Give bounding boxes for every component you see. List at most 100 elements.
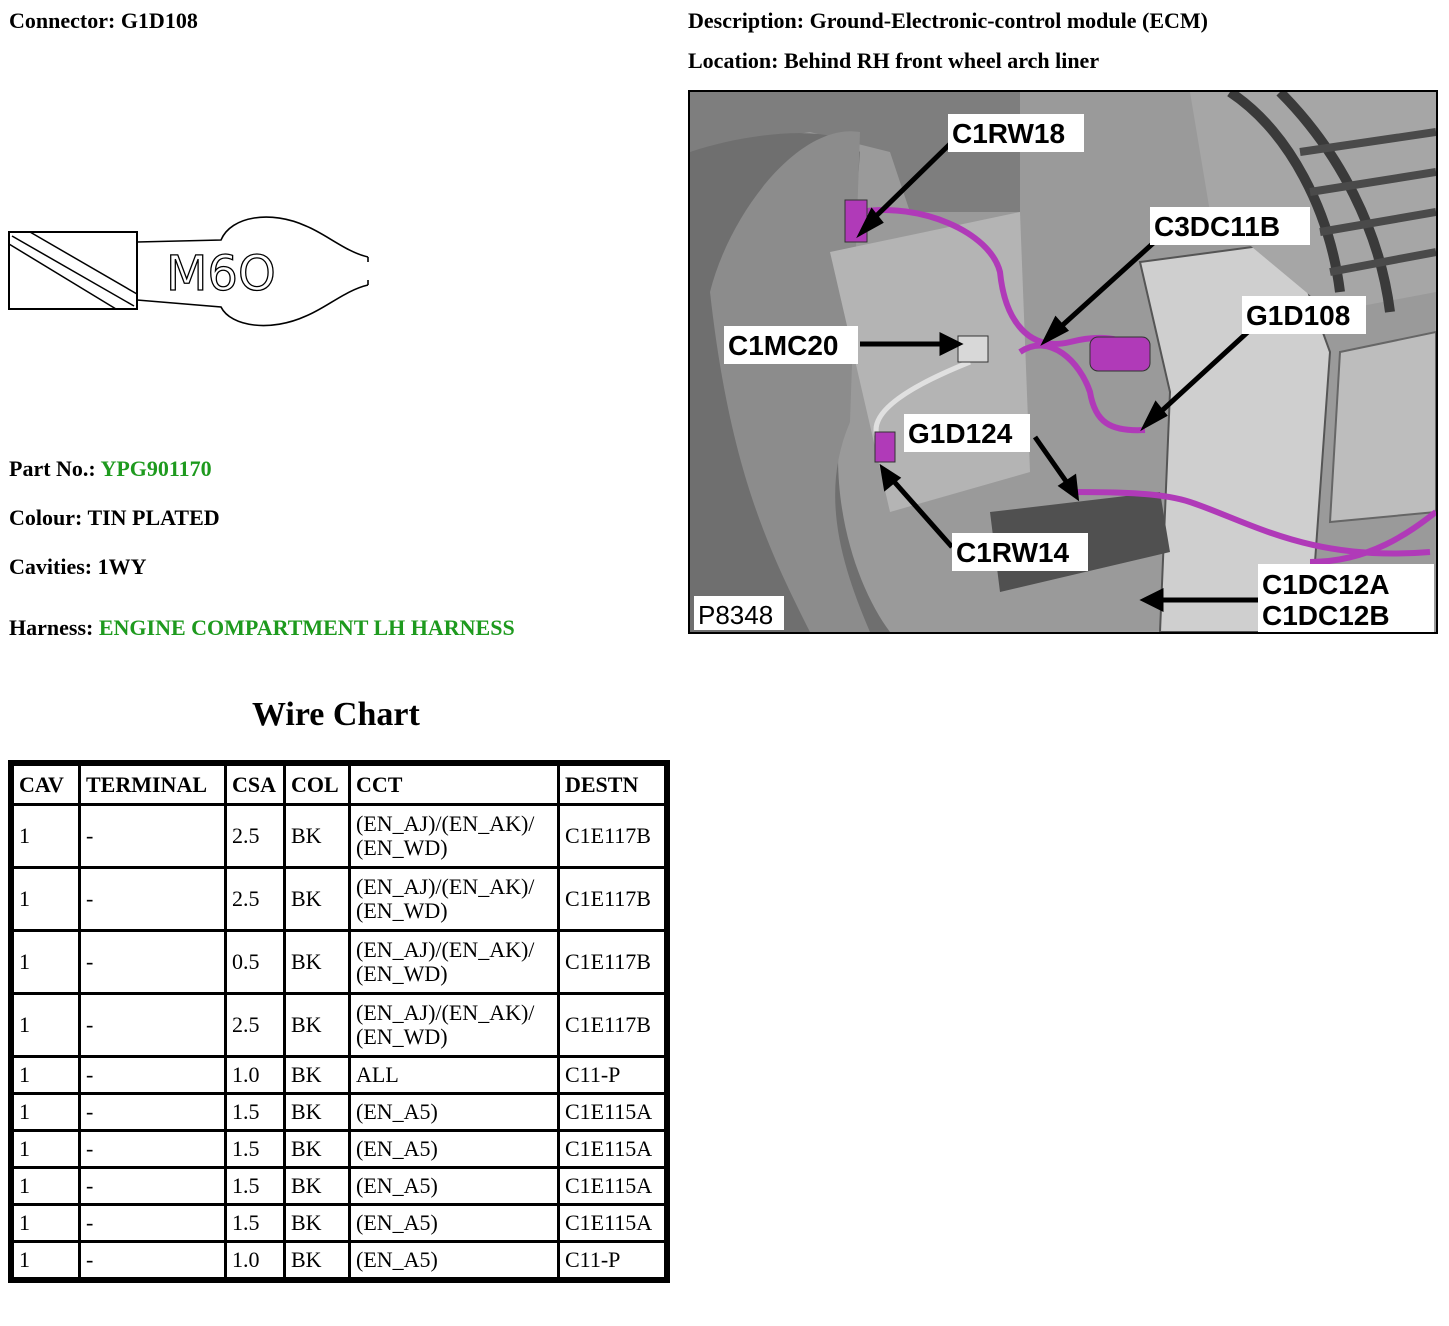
cell-csa: 1.5 (227, 1206, 283, 1240)
cell-csa: 0.5 (227, 932, 283, 992)
description-label: Description: (688, 8, 805, 33)
col-cct: CCT (351, 766, 557, 803)
part-no-label: Part No.: (9, 456, 96, 481)
col-col: COL (286, 766, 348, 803)
cell-destn: C1E117B (560, 995, 664, 1055)
cell-cct: (EN_AJ)/(EN_AK)/ (EN_WD) (351, 869, 557, 929)
col-cav: CAV (14, 766, 78, 803)
cell-col: BK (286, 1095, 348, 1129)
callout-c1rw14: C1RW14 (956, 537, 1070, 568)
location-line: Location: Behind RH front wheel arch lin… (688, 48, 1099, 74)
cell-destn: C1E115A (560, 1206, 664, 1240)
cell-col: BK (286, 995, 348, 1055)
table-row: 1 - 1.5 BK (EN_A5) C1E115A (14, 1206, 664, 1240)
table-row: 1 - 0.5 BK (EN_AJ)/(EN_AK)/ (EN_WD) C1E1… (14, 932, 664, 992)
location-value: Behind RH front wheel arch liner (783, 48, 1100, 73)
callout-c1dc12b: C1DC12B (1262, 600, 1390, 631)
cell-col: BK (286, 1058, 348, 1092)
cell-cct: (EN_A5) (351, 1206, 557, 1240)
table-row: 1 - 1.0 BK ALL C11-P (14, 1058, 664, 1092)
cell-terminal: - (81, 1169, 224, 1203)
cell-destn: C1E115A (560, 1095, 664, 1129)
callout-c1rw18: C1RW18 (952, 118, 1065, 149)
cell-destn: C1E117B (560, 869, 664, 929)
location-label: Location: (688, 48, 779, 73)
cell-cct: (EN_AJ)/(EN_AK)/ (EN_WD) (351, 995, 557, 1055)
cell-col: BK (286, 1132, 348, 1166)
cell-cct: (EN_A5) (351, 1132, 557, 1166)
connector-value: G1D108 (120, 8, 198, 33)
harness-line: Harness: ENGINE COMPARTMENT LH HARNESS (9, 615, 515, 641)
cell-terminal: - (81, 1243, 224, 1277)
cell-col: BK (286, 1206, 348, 1240)
colour-label: Colour: (9, 505, 83, 530)
colour-line: Colour: TIN PLATED (9, 505, 220, 531)
cell-col: BK (286, 932, 348, 992)
cell-cct: (EN_A5) (351, 1243, 557, 1277)
cell-destn: C1E117B (560, 806, 664, 866)
cell-csa: 2.5 (227, 806, 283, 866)
callout-c3dc11b: C3DC11B (1154, 211, 1280, 242)
wire-chart-table: CAV TERMINAL CSA COL CCT DESTN 1 - 2.5 B… (8, 760, 670, 1283)
cell-terminal: - (81, 995, 224, 1055)
terminal-label: M6O (166, 246, 276, 302)
cell-terminal: - (81, 932, 224, 992)
cell-cav: 1 (14, 1243, 78, 1277)
cell-cav: 1 (14, 1169, 78, 1203)
connector-line: Connector: G1D108 (9, 8, 198, 34)
cell-col: BK (286, 869, 348, 929)
cell-destn: C1E115A (560, 1132, 664, 1166)
table-row: 1 - 1.0 BK (EN_A5) C11-P (14, 1243, 664, 1277)
cell-csa: 2.5 (227, 995, 283, 1055)
part-no-value: YPG901170 (100, 456, 212, 481)
cell-cct: (EN_AJ)/(EN_AK)/ (EN_WD) (351, 932, 557, 992)
cell-terminal: - (81, 1132, 224, 1166)
description-value: Ground-Electronic-control module (ECM) (809, 8, 1209, 33)
cell-cav: 1 (14, 1095, 78, 1129)
cell-cct: (EN_AJ)/(EN_AK)/ (EN_WD) (351, 806, 557, 866)
cell-col: BK (286, 1169, 348, 1203)
col-destn: DESTN (560, 766, 664, 803)
callout-c1mc20: C1MC20 (728, 330, 838, 361)
cell-terminal: - (81, 1095, 224, 1129)
cell-destn: C1E115A (560, 1169, 664, 1203)
callout-g1d108: G1D108 (1246, 300, 1350, 331)
table-row: 1 - 2.5 BK (EN_AJ)/(EN_AK)/ (EN_WD) C1E1… (14, 869, 664, 929)
cell-terminal: - (81, 869, 224, 929)
cell-cav: 1 (14, 1206, 78, 1240)
cell-csa: 1.0 (227, 1058, 283, 1092)
cavities-value: 1WY (97, 554, 147, 579)
cell-csa: 1.5 (227, 1095, 283, 1129)
table-row: 1 - 1.5 BK (EN_A5) C1E115A (14, 1132, 664, 1166)
cell-csa: 1.5 (227, 1132, 283, 1166)
cavities-line: Cavities: 1WY (9, 554, 146, 580)
harness-value: ENGINE COMPARTMENT LH HARNESS (98, 615, 515, 640)
table-row: 1 - 1.5 BK (EN_A5) C1E115A (14, 1095, 664, 1129)
cell-cct: ALL (351, 1058, 557, 1092)
colour-value: TIN PLATED (87, 505, 220, 530)
cell-terminal: - (81, 1206, 224, 1240)
col-csa: CSA (227, 766, 283, 803)
cell-csa: 1.5 (227, 1169, 283, 1203)
cell-terminal: - (81, 806, 224, 866)
cell-cav: 1 (14, 995, 78, 1055)
figure-id: P8348 (698, 600, 773, 630)
cell-col: BK (286, 1243, 348, 1277)
cell-cav: 1 (14, 869, 78, 929)
cell-csa: 2.5 (227, 869, 283, 929)
cell-cct: (EN_A5) (351, 1095, 557, 1129)
cell-destn: C11-P (560, 1058, 664, 1092)
part-no-line: Part No.: YPG901170 (9, 456, 212, 482)
location-photo: C1RW18 C3DC11B G1D108 C1MC20 G1D124 C1RW… (688, 90, 1438, 634)
description-line: Description: Ground-Electronic-control m… (688, 8, 1208, 34)
cell-cav: 1 (14, 932, 78, 992)
cell-cav: 1 (14, 1132, 78, 1166)
table-row: 1 - 2.5 BK (EN_AJ)/(EN_AK)/ (EN_WD) C1E1… (14, 806, 664, 866)
table-row: 1 - 2.5 BK (EN_AJ)/(EN_AK)/ (EN_WD) C1E1… (14, 995, 664, 1055)
cell-csa: 1.0 (227, 1243, 283, 1277)
wire-chart-title: Wire Chart (252, 696, 420, 733)
table-row: 1 - 1.5 BK (EN_A5) C1E115A (14, 1169, 664, 1203)
connector-label: Connector: (9, 8, 116, 33)
col-terminal: TERMINAL (81, 766, 224, 803)
callout-c1dc12a: C1DC12A (1262, 569, 1390, 600)
